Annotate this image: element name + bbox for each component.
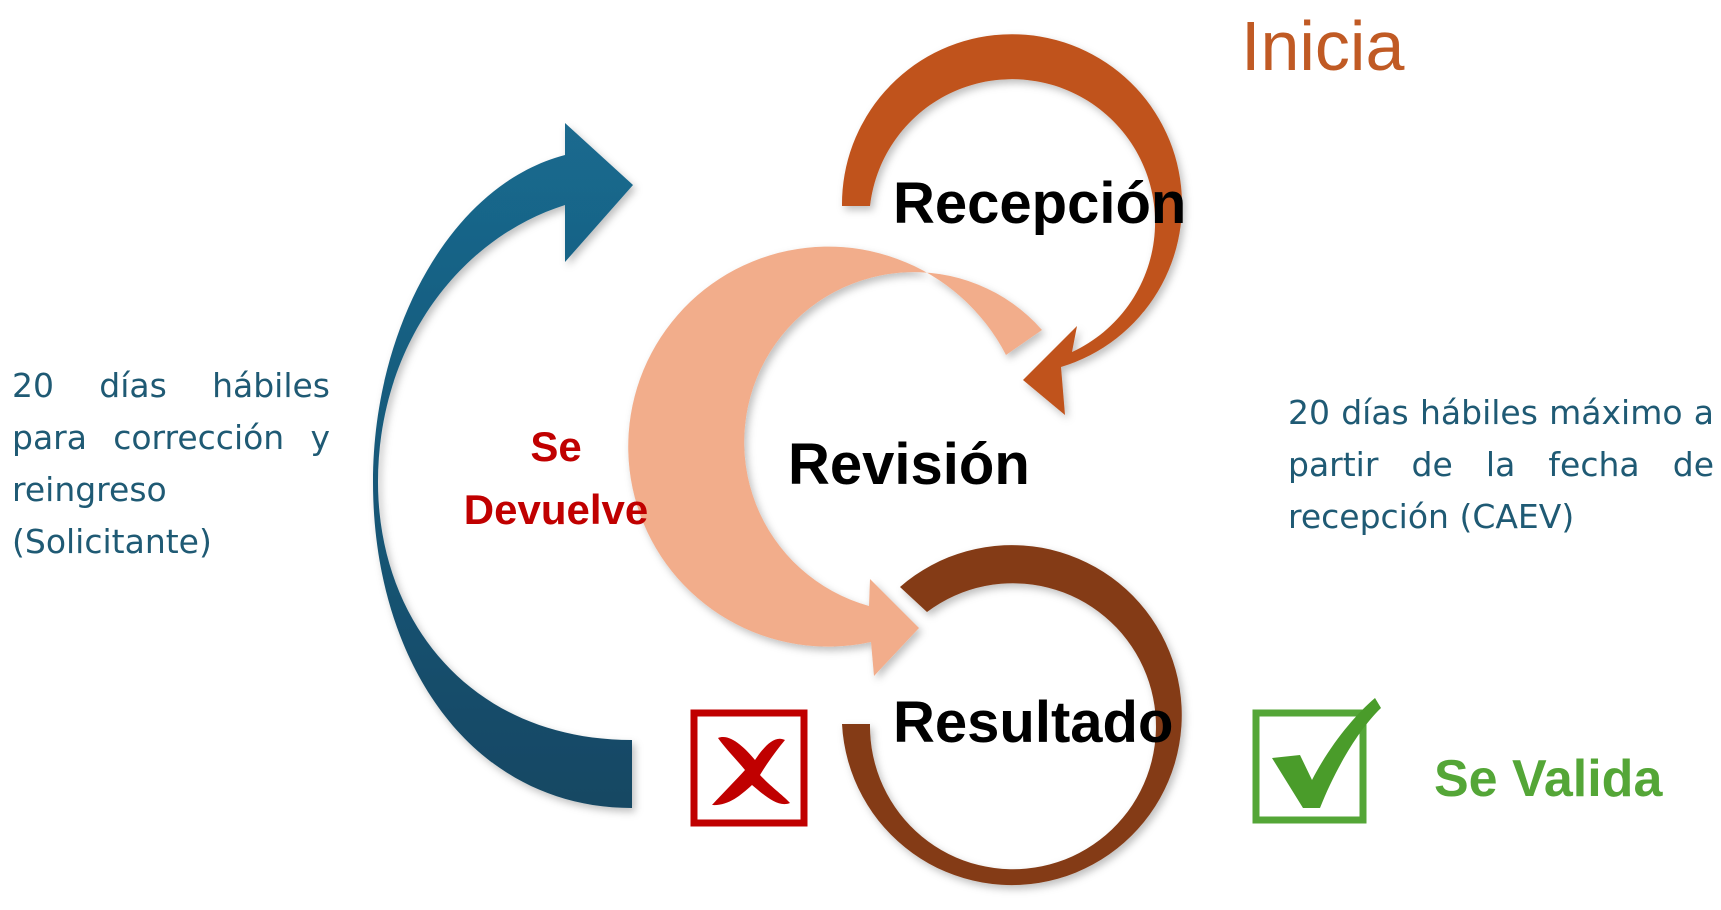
right-time-note: 20 días hábiles máximo a partir de la fe… xyxy=(1288,393,1714,536)
check-mark-box-icon xyxy=(1252,698,1381,824)
revision-cycle-arrow xyxy=(628,246,1042,676)
left-time-note: 20 días hábiles para corrección y reingr… xyxy=(12,366,330,561)
x-mark-box-icon xyxy=(690,709,808,827)
resultado-label: Resultado xyxy=(893,690,1173,755)
se-devuelve-line2: Devuelve xyxy=(464,486,648,533)
revision-label: Revisión xyxy=(788,432,1030,497)
return-arrow xyxy=(373,123,633,808)
se-valida-label: Se Valida xyxy=(1434,750,1663,808)
recepcion-label: Recepción xyxy=(893,171,1186,236)
inicia-label: Inicia xyxy=(1241,7,1404,85)
se-devuelve-line1: Se xyxy=(530,423,581,470)
